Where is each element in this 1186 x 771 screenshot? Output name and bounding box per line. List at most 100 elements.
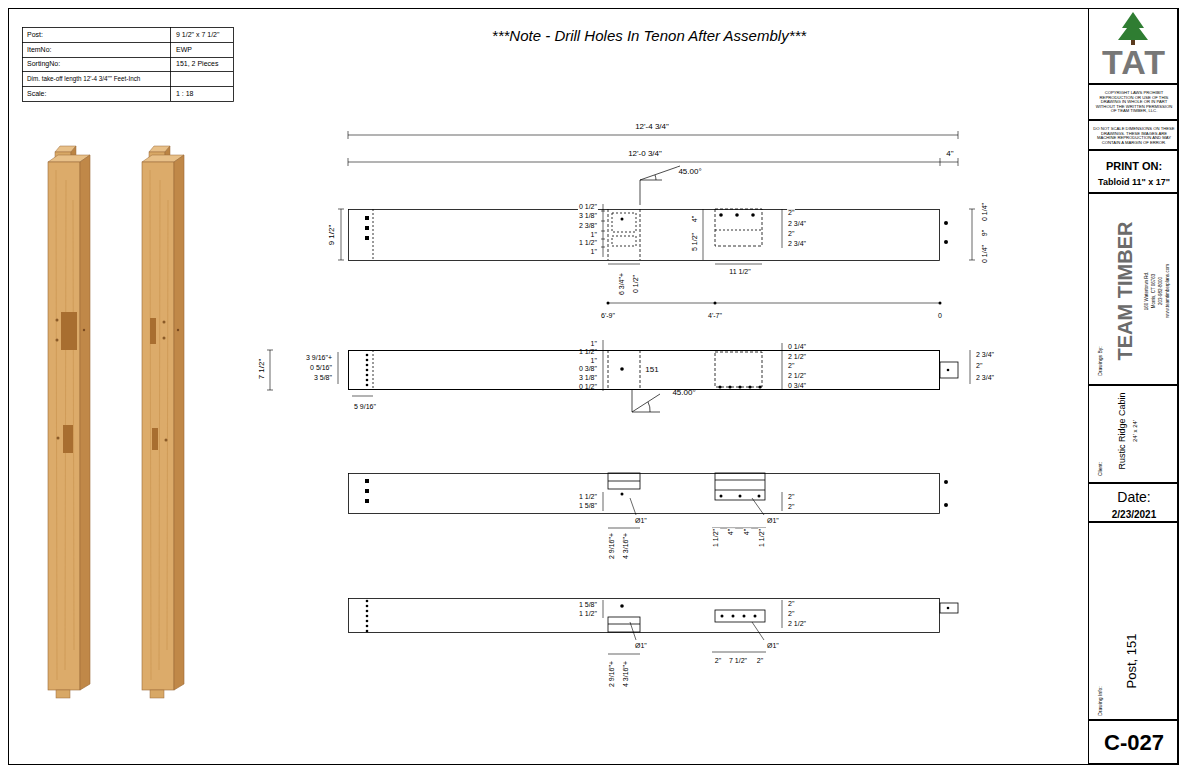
dimension-lines <box>608 303 940 304</box>
peg-holes <box>719 213 723 217</box>
logo-tree <box>1118 12 1148 40</box>
post-illustration <box>83 329 85 331</box>
node-text: 24' x 24' <box>1132 420 1139 442</box>
dimension-lines <box>969 260 975 261</box>
notice-box: DO NOT SCALE DIMENSIONS ON THESE DRAWING… <box>1088 120 1178 150</box>
dimension-lines <box>703 209 704 260</box>
dimension-label: 4 3/16"+ <box>622 660 630 688</box>
post-elevation <box>349 474 940 514</box>
peg-holes <box>366 369 369 372</box>
peg-holes <box>366 620 369 623</box>
dimension-label: 2 1/2" <box>787 620 807 628</box>
dimension-label: 2 3/4" <box>787 240 807 248</box>
dimension-label: 3 5/8" <box>313 374 333 382</box>
post-elevation <box>608 481 640 482</box>
node-text: Date: <box>1117 490 1150 505</box>
node-text: DO NOT SCALE DIMENSIONS ON THESE DRAWING… <box>1093 127 1175 145</box>
post-elevation <box>612 236 636 246</box>
table-cell: Post: <box>27 31 43 39</box>
post-elevation <box>608 473 640 489</box>
node-text: 2/23/2021 <box>1112 509 1157 520</box>
post-illustration <box>150 318 156 344</box>
peg-holes <box>759 386 762 389</box>
dimension-lines <box>715 264 762 265</box>
peg-holes <box>365 236 369 240</box>
node-text: Client: <box>1098 462 1104 476</box>
dimension-label: Ø1" <box>766 517 780 525</box>
post-elevation <box>608 350 609 390</box>
table-cell: Scale: <box>27 90 46 98</box>
dimension-label: 2 3/4" <box>975 351 995 359</box>
peg-holes <box>944 480 948 484</box>
dimension-label: 2 1/2" <box>787 353 807 361</box>
dimension-lines <box>972 209 973 260</box>
dimension-label: 1" <box>590 340 598 348</box>
post-illustration <box>150 170 168 680</box>
post-elevation <box>373 209 374 260</box>
dimension-lines <box>603 600 604 618</box>
company-box: Drawings By:TEAM TIMBER160 Watertown Rd.… <box>1088 193 1178 385</box>
peg-holes <box>366 630 369 633</box>
dimension-label: 2 3/4" <box>787 220 807 228</box>
post-elevation <box>608 617 640 632</box>
table-cell: Dim. take-off length 12'-4 3/4"" Feet-In… <box>27 76 140 83</box>
dimension-label: 4" <box>945 150 954 159</box>
dimension-lines <box>940 162 958 163</box>
angle-symbol <box>640 166 680 180</box>
angle-symbol <box>640 180 641 205</box>
peg-holes <box>365 499 369 503</box>
dimension-label: 2" <box>787 600 795 608</box>
post-illustration <box>142 162 174 690</box>
dimension-lines <box>752 622 764 640</box>
dimension-label: 4" <box>727 528 735 536</box>
post-elevation <box>349 210 940 261</box>
dimension-label: 1 1/2" <box>578 493 598 501</box>
dimension-lines <box>782 600 783 628</box>
peg-holes <box>365 226 369 230</box>
dimension-label: 9" <box>981 229 989 237</box>
post-illustration <box>63 425 73 453</box>
dimension-label: 4'-7" <box>707 312 723 320</box>
post-elevation <box>640 209 641 260</box>
node-text: Rustic Ridge Cabin <box>1118 392 1128 469</box>
peg-holes <box>365 213 949 632</box>
dimension-label: 3 1/8" <box>578 212 598 220</box>
dimension-label: 2" <box>787 610 795 618</box>
node-text: 203-982-8000 <box>1159 277 1164 305</box>
dimension-lines <box>970 350 971 384</box>
dimension-label: 3 9/16"+ <box>305 354 333 362</box>
dimension-label: 0 3/8" <box>578 365 598 373</box>
dimension-label: 0 1/4" <box>981 202 989 222</box>
peg-holes <box>758 495 761 498</box>
dimension-label: 2" <box>714 657 722 665</box>
peg-holes <box>721 615 724 618</box>
dimension-label: 6'-9" <box>600 312 616 320</box>
dimension-label: 0 1/2" <box>632 274 640 294</box>
post-illustration <box>163 321 166 324</box>
dimension-label: 1" <box>590 357 598 365</box>
dimension-lines <box>608 528 640 529</box>
angle-symbol <box>632 412 660 413</box>
post-elevation: 151 <box>348 350 940 390</box>
dimension-lines <box>601 231 605 232</box>
dimension-label: 9 1/2" <box>328 224 337 247</box>
dimension-lines <box>338 209 344 210</box>
drawing-info-box: Drawing Info:Post, 151 <box>1088 522 1178 720</box>
dimension-lines <box>630 622 636 640</box>
dimension-lines <box>782 492 783 511</box>
dimension-lines <box>341 209 342 260</box>
post-illustration <box>150 690 164 698</box>
peg-holes <box>621 493 624 496</box>
post-illustration <box>163 337 166 340</box>
dimension-label: Ø1" <box>766 642 780 650</box>
node-text: 151 <box>645 366 658 375</box>
dimension-label: 2 9/16"+ <box>608 532 616 560</box>
peg-holes <box>720 495 723 498</box>
peg-holes <box>366 359 369 362</box>
post-elevation <box>349 209 959 633</box>
angle-symbol <box>632 166 680 412</box>
peg-holes <box>735 213 739 217</box>
dimension-label: 12'-4 3/4" <box>634 123 670 132</box>
dimension-label: 2 3/8" <box>578 222 598 230</box>
dimension-label: 2" <box>787 209 795 217</box>
